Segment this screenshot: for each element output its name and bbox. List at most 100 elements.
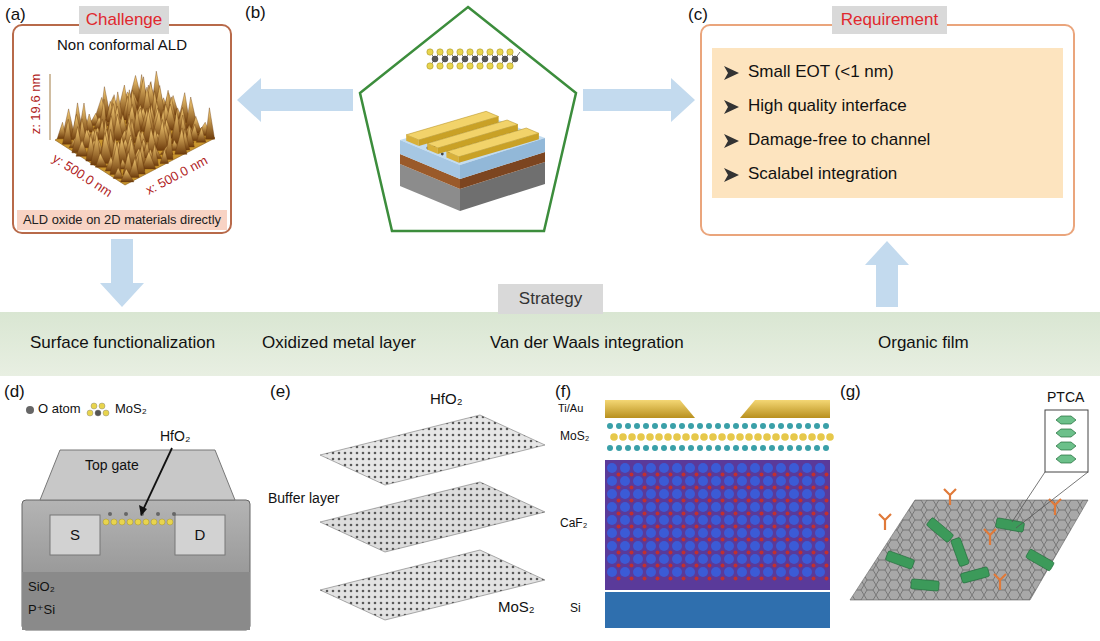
arrow-head <box>139 505 147 516</box>
ptca-structure <box>1056 416 1076 424</box>
lattice-atom <box>812 551 816 555</box>
sulfur-atom <box>457 49 463 55</box>
lattice-atom <box>685 502 695 512</box>
sulfur-atom <box>697 445 703 451</box>
sulfur-atom <box>796 423 802 429</box>
lattice-atom <box>708 538 712 542</box>
lattice-atom <box>734 499 738 503</box>
afm-peak <box>206 108 215 139</box>
lattice-atom <box>734 577 738 581</box>
lattice-atom <box>734 473 738 477</box>
atom-lattice <box>320 415 545 485</box>
lattice-atom <box>630 499 634 503</box>
lattice-atom <box>776 567 786 577</box>
lattice-atom <box>812 577 816 581</box>
afm-peak <box>175 128 187 154</box>
sulfur-atom <box>634 423 640 429</box>
sulfur-atom <box>427 63 433 69</box>
part-label: MoS₂ <box>115 402 147 417</box>
sulfur-atom <box>697 423 703 429</box>
drain-contact <box>175 515 225 555</box>
part-label: Buffer layer <box>268 490 339 506</box>
lattice-atom <box>646 489 656 499</box>
lattice-atom <box>682 538 686 542</box>
sulfur-atom <box>616 445 622 451</box>
o-atom <box>124 512 128 516</box>
metal-atom <box>482 56 488 62</box>
lattice-atom <box>669 538 673 542</box>
lattice-atom <box>737 489 747 499</box>
lattice-atom <box>724 554 734 564</box>
part-label: HfO₂ <box>160 428 190 444</box>
part-label: CaF₂ <box>560 517 587 531</box>
sulfur-atom <box>715 445 721 451</box>
layer-sheet <box>320 550 545 620</box>
panel-text: Non conformal ALD <box>24 36 220 53</box>
part-label: z: 19.6 nm <box>29 74 44 135</box>
part-label: D <box>195 526 206 543</box>
lattice-atom <box>721 538 725 542</box>
lattice-atom <box>760 486 764 490</box>
metal-atom <box>619 433 627 441</box>
lattice-atom <box>656 486 660 490</box>
linker-molecule <box>879 514 891 530</box>
lattice-atom <box>643 512 647 516</box>
sulfur-atom <box>688 445 694 451</box>
lattice-atom <box>789 502 799 512</box>
lattice-atom <box>721 577 725 581</box>
lattice-atom <box>682 577 686 581</box>
zoom-inset <box>1045 410 1088 472</box>
lattice-atom <box>685 476 695 486</box>
metal-atom <box>682 433 690 441</box>
sulfur-atom <box>437 49 443 55</box>
lattice-atom <box>734 512 738 516</box>
lattice-atom <box>815 554 825 564</box>
afm-peak <box>128 158 139 178</box>
lattice-atom <box>656 512 660 516</box>
sulfur-atom <box>467 63 473 69</box>
lattice-atom <box>685 541 695 551</box>
lattice-atom <box>685 528 695 538</box>
sulfur-atom <box>814 445 820 451</box>
metal-atom <box>763 433 771 441</box>
lattice-atom <box>711 554 721 564</box>
lattice-atom <box>773 512 777 516</box>
lattice-atom <box>630 551 634 555</box>
sulfur-atom <box>742 423 748 429</box>
sulfur-atom <box>634 445 640 451</box>
afm-peak <box>113 168 123 179</box>
lattice-atom <box>724 567 734 577</box>
ptca-molecule <box>1025 549 1054 572</box>
tab-text: Challenge <box>86 10 163 30</box>
lattice-atom <box>776 528 786 538</box>
panel-text: (b) <box>245 3 266 23</box>
lattice-atom <box>633 463 643 473</box>
lattice-atom <box>825 577 829 581</box>
sulfur-atom <box>457 63 463 69</box>
lattice-atom <box>812 564 816 568</box>
lattice-atom <box>786 577 790 581</box>
lattice-atom <box>786 564 790 568</box>
lattice-atom <box>747 512 751 516</box>
lattice-atom <box>672 567 682 577</box>
lattice-atom <box>643 564 647 568</box>
lattice-atom <box>737 515 747 525</box>
lattice-atom <box>760 564 764 568</box>
lattice-atom <box>802 554 812 564</box>
lattice-atom <box>812 525 816 529</box>
lattice-atom <box>695 525 699 529</box>
part-label: PTCA <box>1047 389 1084 405</box>
lattice-atom <box>630 486 634 490</box>
lattice-atom <box>789 541 799 551</box>
lattice-atom <box>698 476 708 486</box>
lattice-atom <box>630 577 634 581</box>
panel-letter: (f) <box>555 382 571 402</box>
panel-text: (c) <box>688 5 708 25</box>
ptca-molecule <box>951 537 970 567</box>
sulfur-atom <box>652 423 658 429</box>
linker-molecule <box>944 489 956 505</box>
lattice-atom <box>750 554 760 564</box>
lattice-atom <box>734 486 738 490</box>
lattice-atom <box>646 554 656 564</box>
lattice-atom <box>747 551 751 555</box>
